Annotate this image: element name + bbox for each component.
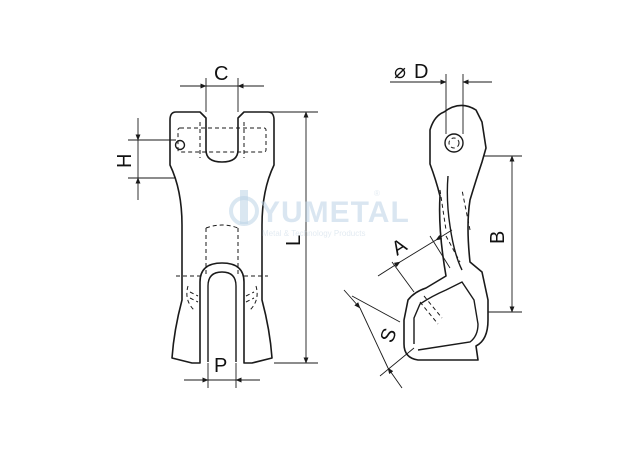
label-l: L <box>283 235 305 246</box>
watermark-tagline: Metal & Technology Products <box>262 229 365 238</box>
dimension-h: H <box>114 118 176 200</box>
side-view-body <box>403 104 489 361</box>
label-d: D <box>414 61 428 83</box>
dimension-c: C <box>180 63 264 112</box>
dimension-b: B <box>484 155 522 313</box>
clevis-pin-hidden <box>177 127 267 153</box>
side-view-shank <box>446 175 463 271</box>
label-b: B <box>487 231 509 244</box>
label-s: S <box>376 325 401 346</box>
watermark-logo: YUMETAL ® Metal & Technology Products <box>229 189 410 238</box>
label-h: H <box>114 154 136 168</box>
dimension-d: ⌀ D <box>390 61 492 134</box>
side-view-hook-inner <box>413 281 479 351</box>
label-c: C <box>214 63 228 85</box>
label-p: P <box>214 355 227 377</box>
lock-pin-hole <box>174 139 186 151</box>
diameter-symbol: ⌀ <box>394 61 406 83</box>
side-view <box>403 104 489 361</box>
dimension-l: L <box>270 111 318 364</box>
dimension-p: P <box>184 355 260 388</box>
watermark-text: YUMETAL <box>260 196 410 229</box>
watermark-mark: ® <box>374 189 380 198</box>
front-view-slot <box>207 271 237 362</box>
side-view-pin-eye <box>444 133 464 153</box>
label-a: A <box>388 234 412 260</box>
front-view <box>169 111 275 364</box>
front-view-body <box>169 111 275 364</box>
